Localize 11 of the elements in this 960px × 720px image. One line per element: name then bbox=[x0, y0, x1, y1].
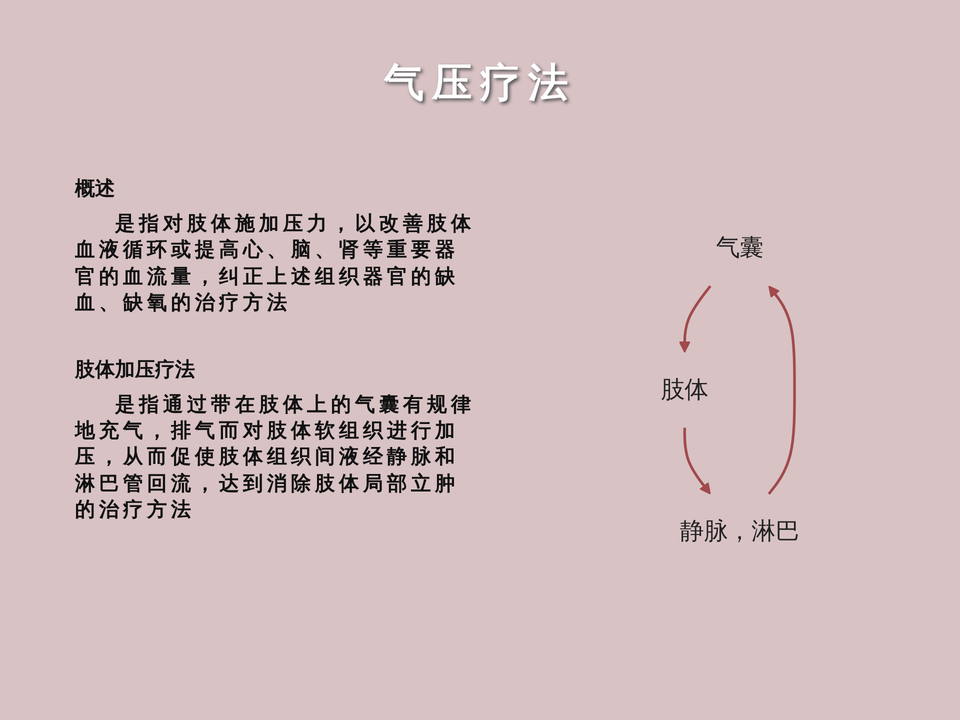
node-text: 气囊 bbox=[716, 234, 764, 262]
slide-title: 气压疗法 bbox=[382, 58, 577, 108]
paragraph: 是指通过带在肢体上的气囊有规律地充气，排气而对肢体软组织进行加压，从而促使肢体组织间液经静脉和淋巴管回流，达到消除肢体局部立肿的治疗方法 bbox=[75, 390, 475, 523]
node-text: 静脉，淋巴 bbox=[680, 518, 800, 546]
arrow bbox=[768, 286, 796, 495]
arrow bbox=[683, 428, 711, 494]
section-heading: 概述 bbox=[75, 175, 116, 202]
section-heading: 肢体加压疗法 bbox=[75, 356, 196, 383]
node-text: 肢体 bbox=[660, 376, 708, 404]
paragraph: 是指对肢体施加压力，以改善肢体血液循环或提高心、脑、肾等重要器官的血流量，纠正上述组织器官的缺血、缺氧的治疗方法 bbox=[75, 210, 475, 316]
arrow bbox=[678, 285, 712, 353]
